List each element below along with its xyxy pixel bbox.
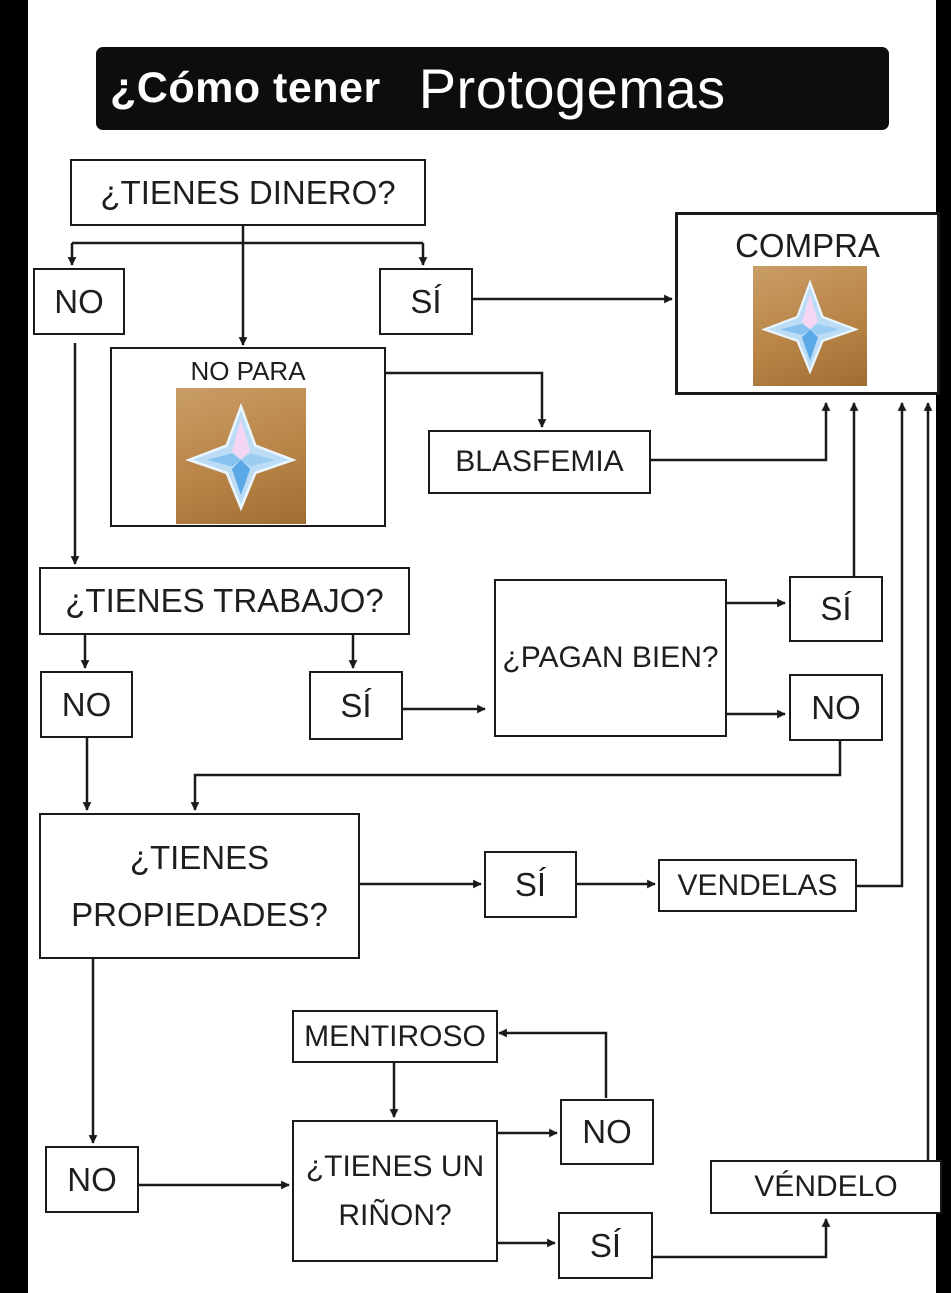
node-si-trabajo: SÍ	[309, 671, 403, 740]
node-mentiroso: MENTIROSO	[292, 1010, 498, 1063]
node-no-dinero: NO	[33, 268, 125, 335]
node-compra-label: COMPRA	[735, 227, 880, 264]
title-banner: ¿Cómo tener Protogemas	[96, 47, 889, 130]
node-si-propiedades: SÍ	[484, 851, 577, 918]
node-si-rinon: SÍ	[558, 1212, 653, 1279]
node-tienes-trabajo: ¿TIENES TRABAJO?	[39, 567, 410, 635]
node-no-para-label: NO PARA	[190, 356, 306, 386]
node-no-rinon: NO	[560, 1099, 654, 1165]
node-tienes-dinero: ¿TIENES DINERO?	[70, 159, 426, 226]
primogem-star-icon	[176, 388, 306, 524]
node-no-trabajo: NO	[40, 671, 133, 738]
node-blasfemia: BLASFEMIA	[428, 430, 651, 494]
node-tienes-rinon-line2: RIÑON?	[338, 1199, 452, 1232]
node-tienes-rinon: ¿TIENES UN RIÑON?	[292, 1120, 498, 1262]
node-si-pagan: SÍ	[789, 576, 883, 642]
node-tienes-propiedades-line1: ¿TIENES	[129, 838, 270, 876]
node-si-dinero: SÍ	[379, 268, 473, 335]
node-tienes-propiedades: ¿TIENES PROPIEDADES?	[39, 813, 360, 959]
title-part2: Protogemas	[418, 57, 726, 120]
node-vendelo: VÉNDELO	[710, 1160, 942, 1214]
node-tienes-propiedades-line2: PROPIEDADES?	[71, 896, 328, 933]
node-no-propiedades: NO	[45, 1146, 139, 1213]
title-part1: ¿Cómo tener	[110, 64, 381, 112]
node-pagan-bien: ¿PAGAN BIEN?	[494, 579, 727, 737]
node-tienes-rinon-line1: ¿TIENES UN	[305, 1149, 485, 1183]
node-no-pagan: NO	[789, 674, 883, 741]
primogem-star-icon	[753, 266, 867, 386]
node-vendelas: VENDELAS	[658, 859, 857, 912]
